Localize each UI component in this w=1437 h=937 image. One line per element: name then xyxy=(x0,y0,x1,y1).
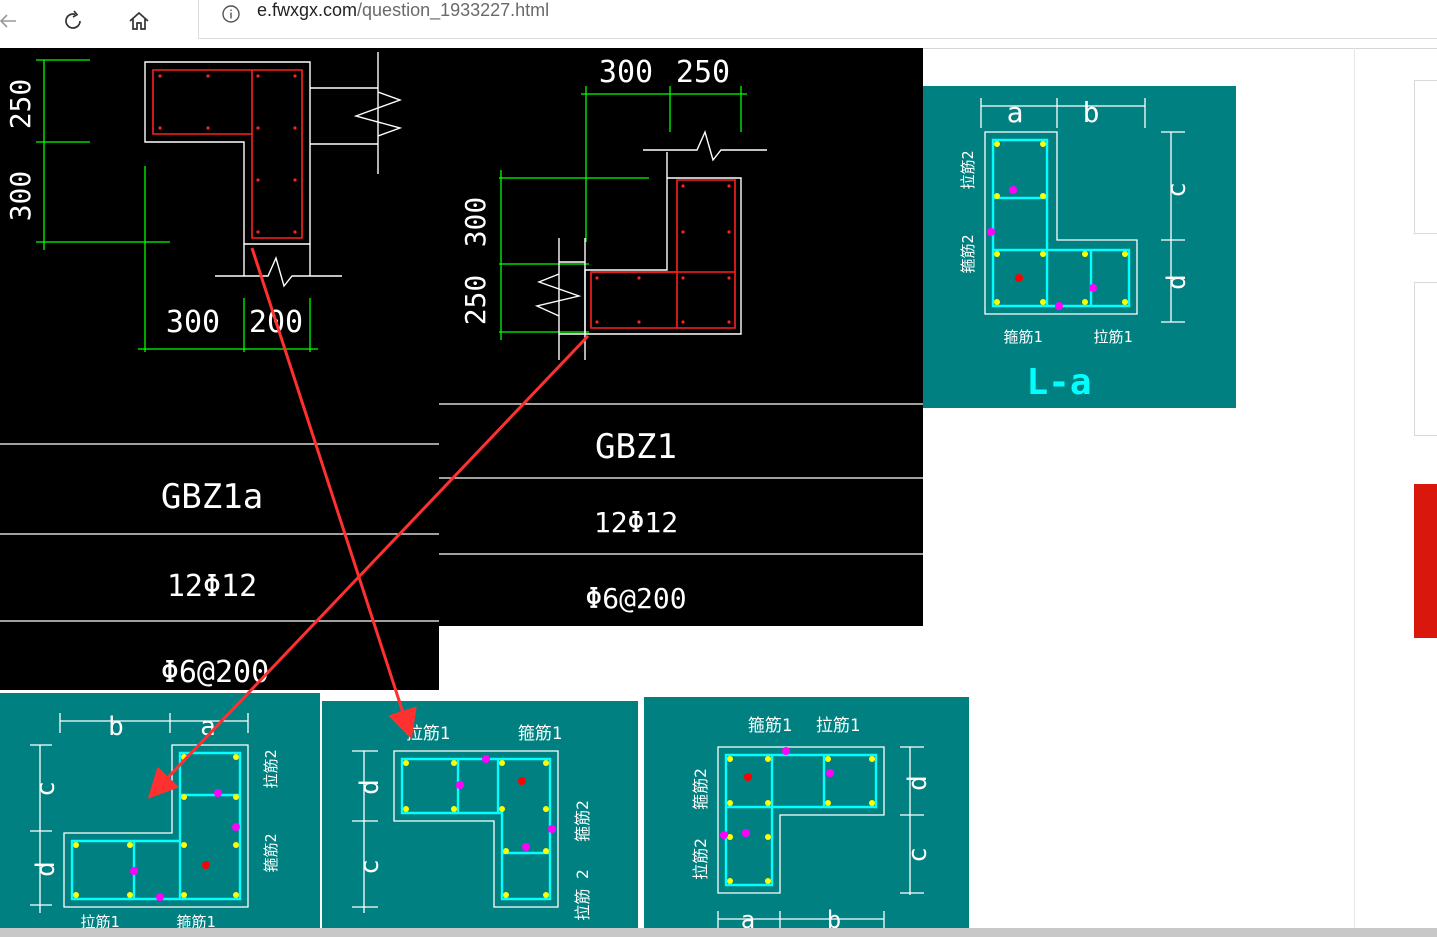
address-bar[interactable]: e.fwxgx.com/question_1933227.html xyxy=(198,0,1437,39)
label-c: c xyxy=(355,859,385,875)
member-name: GBZ1 xyxy=(595,427,677,467)
label-a: a xyxy=(741,906,755,928)
label-tie2: 拉筋2 xyxy=(691,838,710,880)
label-a: a xyxy=(1007,96,1024,129)
label-stirrup1: 箍筋1 xyxy=(518,724,562,744)
dim-side-a: 300 xyxy=(459,197,492,248)
label-c: c xyxy=(903,847,933,863)
label-d: d xyxy=(1162,274,1192,290)
dim-side-b: 250 xyxy=(459,275,492,326)
arrow-to-panel-2 xyxy=(250,247,417,740)
annotation-arrows xyxy=(147,247,590,799)
label-d: d xyxy=(31,861,61,877)
rebar-spec: 12Φ12 xyxy=(167,569,257,604)
label-tie2: 拉筋2 xyxy=(262,749,280,788)
dim-top-b: 250 xyxy=(676,55,730,90)
dim-bottom-a: 300 xyxy=(166,305,220,340)
label-stirrup1: 箍筋1 xyxy=(1003,328,1042,346)
side-card-1[interactable] xyxy=(1414,80,1437,234)
label-stirrup2: 箍筋2 xyxy=(262,833,280,872)
home-icon[interactable] xyxy=(124,6,154,36)
label-d: d xyxy=(903,775,933,791)
side-card-2[interactable] xyxy=(1414,282,1437,436)
dim-top-a: 300 xyxy=(599,55,653,90)
label-c: c xyxy=(31,781,61,797)
browser-toolbar: e.fwxgx.com/question_1933227.html xyxy=(0,0,1437,49)
page-content: 250 300 300 200 GBZ1a 12Φ12 Φ6@200 xyxy=(0,48,1437,934)
member-name: GBZ1a xyxy=(161,477,263,517)
reload-icon[interactable] xyxy=(58,6,88,36)
section-diagram-bottom-1: a b c d 拉筋2 箍筋2 拉筋1 箍筋1 xyxy=(0,693,320,931)
label-tie1: 拉筋1 xyxy=(1093,328,1132,346)
horizontal-scrollbar[interactable] xyxy=(0,928,1437,937)
label-tie1: 拉筋1 xyxy=(406,724,450,744)
label-d: d xyxy=(355,779,385,795)
cad-drawing-gbz1a: 250 300 300 200 GBZ1a 12Φ12 Φ6@200 xyxy=(0,48,439,690)
label-stirrup1: 箍筋1 xyxy=(748,716,792,736)
rebar-spec: 12Φ12 xyxy=(594,506,678,539)
stirrup-spec: Φ6@200 xyxy=(161,655,269,690)
label-b: b xyxy=(108,712,124,742)
dim-mid: 300 xyxy=(4,171,37,222)
label-stirrup2: 箍筋2 xyxy=(959,234,977,273)
url-text[interactable]: e.fwxgx.com/question_1933227.html xyxy=(257,0,550,20)
label-tie2: 拉筋2 xyxy=(959,150,977,189)
label-c: c xyxy=(1162,182,1192,198)
dim-top: 250 xyxy=(4,79,37,130)
info-icon[interactable] xyxy=(221,4,241,28)
section-title: L-a xyxy=(1026,362,1091,403)
label-a: a xyxy=(200,712,216,742)
side-red-banner[interactable] xyxy=(1414,484,1437,638)
label-stirrup1: 箍筋1 xyxy=(176,913,215,928)
arrow-to-panel-1 xyxy=(147,334,590,799)
label-tie2: 拉筋 2 xyxy=(573,869,592,920)
label-b: b xyxy=(827,906,841,928)
back-arrow-icon[interactable] xyxy=(0,6,24,36)
column-divider xyxy=(1354,48,1355,928)
stirrup-spec: Φ6@200 xyxy=(585,582,686,615)
label-stirrup2: 箍筋2 xyxy=(573,800,592,842)
label-stirrup2: 箍筋2 xyxy=(691,768,710,810)
section-diagram-la: a b c d 拉筋2 箍筋2 箍筋1 拉筋1 L-a xyxy=(923,86,1236,408)
cad-drawing-gbz1: 300 250 300 250 GBZ1 12Φ12 Φ6@200 xyxy=(439,48,923,626)
section-diagram-bottom-3: 箍筋1 拉筋1 箍筋2 拉筋2 d c a b xyxy=(644,697,969,934)
label-tie1: 拉筋1 xyxy=(816,716,860,736)
label-b: b xyxy=(1083,96,1100,129)
section-diagram-bottom-2: 拉筋1 箍筋1 d c 箍筋2 拉筋 2 xyxy=(322,701,638,928)
label-tie1: 拉筋1 xyxy=(80,913,119,928)
